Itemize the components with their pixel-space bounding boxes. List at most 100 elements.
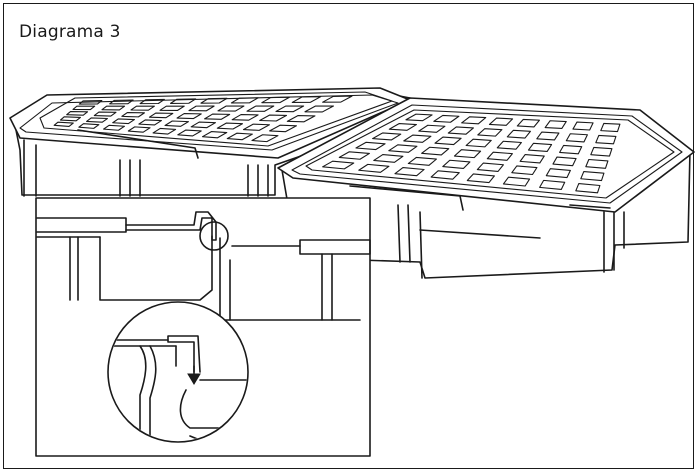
- grate-hole: [476, 162, 504, 172]
- right-grate: [305, 109, 675, 199]
- grate-hole: [511, 165, 538, 176]
- grate-hole: [217, 105, 245, 112]
- grate-hole: [407, 156, 437, 166]
- grate-hole: [130, 105, 155, 111]
- grate-hole: [421, 146, 450, 156]
- grate-hole: [190, 121, 216, 129]
- grate-hole: [204, 113, 231, 120]
- grate-hole: [447, 126, 474, 135]
- grate-hole: [430, 170, 460, 180]
- grate-hole: [388, 144, 418, 153]
- grate-hole: [516, 118, 540, 128]
- grate-hole: [53, 121, 74, 128]
- grate-hole: [59, 116, 81, 122]
- grate-hole: [109, 99, 134, 105]
- grate-hole: [291, 96, 322, 103]
- grate-hole: [373, 154, 404, 163]
- grate-hole: [201, 131, 228, 139]
- grate-hole: [269, 124, 297, 133]
- grate-hole: [148, 112, 174, 119]
- grate-hole: [159, 105, 185, 112]
- grate-hole: [86, 117, 108, 123]
- grate-hole: [418, 124, 446, 133]
- grate-hole: [246, 105, 275, 112]
- grate-hole: [580, 170, 605, 182]
- grate-hole: [138, 119, 162, 126]
- grate-hole: [355, 141, 386, 151]
- grate-hole: [261, 96, 290, 104]
- grate-hole: [488, 117, 514, 126]
- grate-hole: [338, 151, 370, 160]
- grate-hole: [242, 123, 270, 131]
- grate-hole: [78, 123, 100, 129]
- right-spill-pallet: [277, 97, 695, 279]
- grate-hole: [259, 114, 288, 122]
- grate-hole: [230, 97, 259, 104]
- grate-hole: [539, 179, 566, 190]
- grate-hole: [164, 120, 189, 127]
- grate-hole: [559, 144, 583, 155]
- grate-hole: [544, 120, 567, 130]
- grate-hole: [506, 129, 531, 139]
- grate-hole: [496, 140, 522, 150]
- grate-hole: [200, 97, 228, 104]
- grate-hole: [552, 156, 577, 167]
- grate-hole: [169, 98, 197, 104]
- grate-hole: [66, 110, 89, 116]
- grate-hole: [372, 132, 402, 141]
- grate-hole: [595, 134, 617, 145]
- left-grate: [39, 91, 393, 147]
- grate-hole: [101, 105, 126, 111]
- grate-hole: [394, 167, 425, 177]
- grate-hole: [103, 124, 125, 131]
- grate-hole: [152, 127, 177, 135]
- grate-hole: [442, 159, 471, 169]
- grate-hole: [403, 134, 432, 143]
- grate-hole: [565, 133, 588, 143]
- grate-hole: [433, 114, 460, 123]
- grate-hole: [78, 100, 103, 105]
- magnified-hook-detail: [107, 301, 249, 443]
- grate-hole: [188, 105, 215, 112]
- grate-hole: [545, 168, 571, 179]
- grate-hole: [112, 118, 135, 125]
- grate-hole: [600, 122, 621, 133]
- left-spill-pallet: [9, 87, 411, 197]
- grate-hole: [176, 113, 202, 120]
- grate-hole: [453, 149, 482, 159]
- grate-hole: [590, 146, 613, 157]
- grate-hole: [72, 105, 96, 111]
- grate-hole: [139, 98, 165, 105]
- grate-hole: [286, 115, 316, 123]
- grate-hole: [226, 132, 253, 141]
- grate-hole: [502, 176, 531, 187]
- grate-hole: [93, 111, 117, 117]
- grate-hole: [322, 160, 355, 170]
- grate-hole: [536, 131, 560, 141]
- grate-hole: [388, 122, 417, 131]
- grate-hole: [575, 183, 601, 194]
- grate-hole: [304, 105, 335, 113]
- grate-hole: [251, 134, 279, 143]
- grate-hole: [322, 95, 353, 103]
- connection-detail-inset: [35, 197, 371, 457]
- grate-hole: [127, 126, 151, 133]
- grate-hole: [121, 112, 145, 118]
- diagram-title: Diagrama 3: [19, 22, 121, 42]
- grate-hole: [434, 136, 462, 146]
- grate-hole: [585, 158, 609, 169]
- grate-hole: [216, 122, 243, 130]
- grate-hole: [519, 154, 545, 164]
- grate-hole: [465, 138, 492, 148]
- grate-hole: [177, 129, 202, 137]
- grate-hole: [527, 142, 553, 153]
- grate-hole: [461, 116, 487, 125]
- grate-hole: [466, 173, 495, 184]
- grate-hole: [231, 114, 259, 121]
- grate-hole: [405, 113, 433, 122]
- grate-hole: [358, 163, 390, 173]
- grate-hole: [486, 151, 513, 161]
- grate-hole: [572, 121, 594, 131]
- grate-hole: [477, 128, 503, 137]
